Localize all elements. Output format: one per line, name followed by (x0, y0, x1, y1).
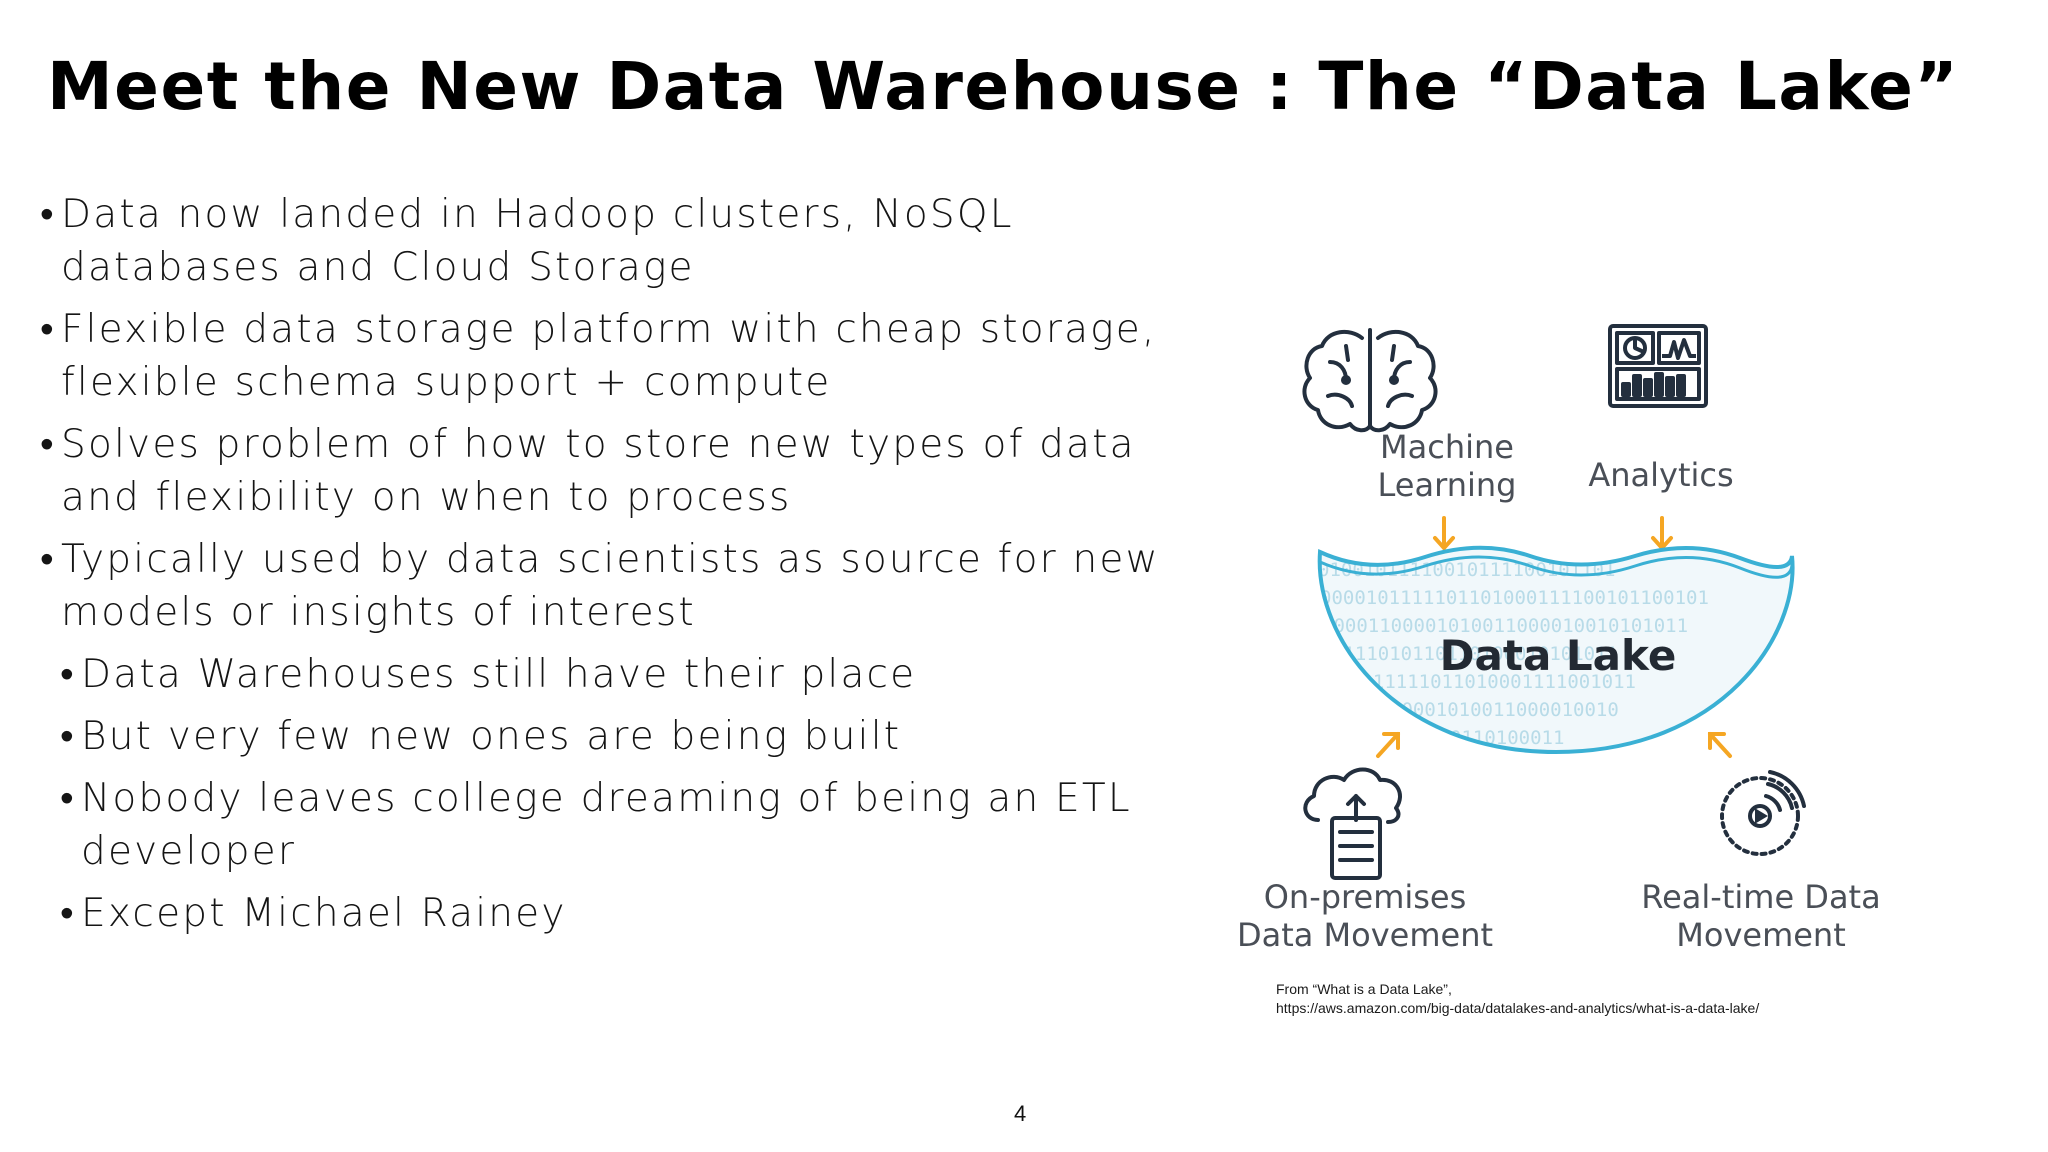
svg-text:000010111110110100011110010110: 0000101111101101000111100101100101 (1320, 587, 1709, 609)
node-label-real-time: Real-time Data (1641, 878, 1880, 916)
data-lake-label: Data Lake (1440, 631, 1677, 680)
arrow-icon (1433, 516, 1673, 551)
svg-text:0111010110110100010101011: 0111010110110100010101011 (1332, 643, 1618, 665)
svg-text:1011111011010001111001011: 1011111011010001111001011 (1350, 671, 1636, 693)
svg-text:100011000010100110000100101010: 10001100001010011000010010101011 (1322, 615, 1688, 637)
bullet-item: Typically used by data scientists as sou… (40, 533, 1180, 639)
sub-bullet-item: Nobody leaves college dreaming of being … (60, 772, 1180, 878)
source-line: From “What is a Data Lake”, (1276, 981, 1452, 997)
node-label-machine-learning: Learning (1378, 466, 1517, 504)
bullet-item: Solves problem of how to store new types… (40, 418, 1180, 524)
page-number: 4 (1014, 1101, 1027, 1126)
node-label-on-premises: Data Movement (1237, 916, 1493, 954)
bullet-item: Flexible data storage platform with chea… (40, 303, 1180, 409)
node-label-real-time: Movement (1676, 916, 1846, 954)
bullet-list: Data now landed in Hadoop clusters, NoSQ… (40, 188, 1180, 949)
dashboard-icon (1608, 324, 1708, 408)
bullet-item: Data now landed in Hadoop clusters, NoSQ… (40, 188, 1180, 294)
source-citation: From “What is a Data Lake”, https://aws.… (1276, 980, 1759, 1018)
node-label-analytics: Analytics (1588, 456, 1733, 494)
svg-text:00001010011000010010: 00001010011000010010 (1390, 699, 1619, 721)
data-lake-bowl: 01001011110010111100101101 0000101111101… (1317, 545, 1795, 755)
node-label-machine-learning: Machine (1380, 428, 1514, 466)
sub-bullet-item: Data Warehouses still have their place (60, 648, 1180, 701)
brain-icon (1302, 328, 1438, 433)
cloud-server-icon (1303, 767, 1402, 880)
sub-bullet-item: Except Michael Rainey (60, 887, 1180, 940)
data-lake-diagram: Machine Learning Analytics 0100101111001… (1210, 300, 1910, 980)
arrow-icon (1376, 732, 1732, 758)
broadcast-icon (1720, 770, 1806, 856)
node-label-on-premises: On-premises (1264, 878, 1467, 916)
sub-bullet-item: But very few new ones are being built (60, 710, 1180, 763)
slide-title: Meet the New Data Warehouse : The “Data … (47, 48, 1960, 125)
source-url: https://aws.amazon.com/big-data/datalake… (1276, 1000, 1760, 1016)
